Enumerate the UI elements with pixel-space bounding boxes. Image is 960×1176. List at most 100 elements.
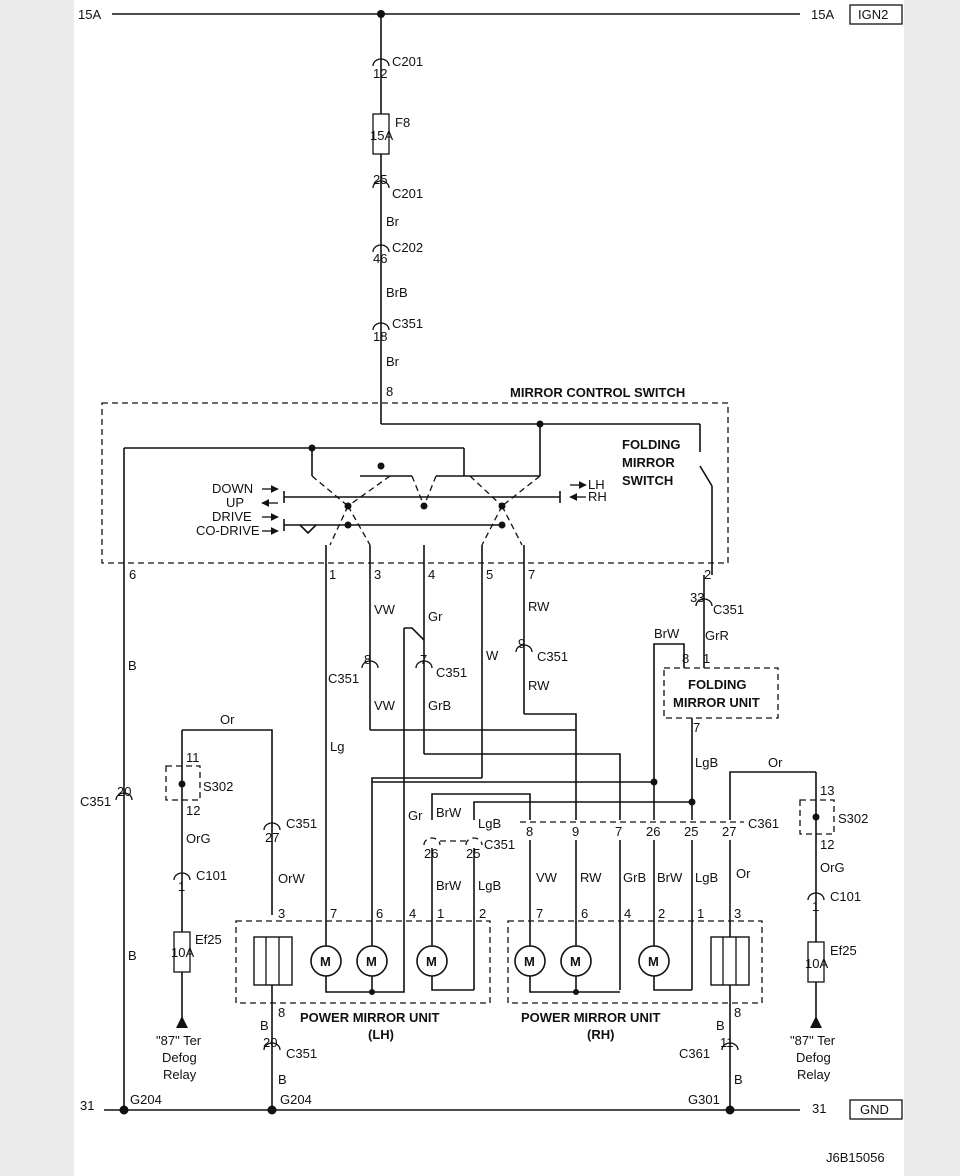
rh-pin-4: 4 — [624, 906, 631, 921]
c351-lh-connector — [423, 837, 483, 846]
c351-20b-connector — [263, 1042, 281, 1051]
rh-wire-vw: VW — [536, 870, 558, 885]
wire-vw-route — [370, 729, 577, 820]
c351-27-pin: 27 — [265, 830, 279, 845]
c351-27-label: C351 — [286, 816, 317, 831]
rh-pin-1: 1 — [697, 906, 704, 921]
gnd-box — [849, 1099, 903, 1120]
c351-27-connector — [263, 822, 281, 831]
relay-right-line1: "87" Ter — [790, 1033, 836, 1048]
s302-right-top: 13 — [820, 783, 834, 798]
rh-wire-brw: BrW — [657, 870, 683, 885]
switch-pin-7: 7 — [528, 567, 535, 582]
c361-11-pin: 11 — [720, 1035, 734, 1050]
gang-10 — [501, 505, 523, 546]
wire-brw-fold-label: BrW — [654, 626, 680, 641]
lh-heater — [253, 936, 293, 986]
label-codrive: CO-DRIVE — [196, 523, 260, 538]
wire-org-right-label: OrG — [820, 860, 845, 875]
folding-switch-line1: FOLDING — [622, 437, 681, 452]
c361-pin-8: 8 — [526, 824, 533, 839]
wire-vw2-label: VW — [374, 698, 396, 713]
fuse-ef25-right — [807, 941, 825, 983]
c361-pin-9: 9 — [572, 824, 579, 839]
switch-node-b — [377, 462, 385, 470]
fold-pin-7: 7 — [693, 720, 700, 735]
s302-right-node — [812, 813, 820, 821]
wire-or-left — [182, 729, 273, 915]
rh-common — [529, 976, 620, 993]
label-lh: LH — [588, 477, 605, 492]
relay-right-line3: Relay — [797, 1067, 831, 1082]
wire-lgb-fold-label: LgB — [695, 755, 718, 770]
link-lgb — [473, 801, 692, 820]
relay-right-arrow — [810, 1016, 822, 1028]
label-drive: DRIVE — [212, 509, 252, 524]
gang-3 — [411, 475, 425, 507]
switch-pin-8: 8 — [386, 384, 393, 399]
c351-8-pin: 8 — [364, 652, 371, 667]
gang-4 — [423, 475, 437, 507]
contact-1 — [344, 502, 352, 510]
node-lgb — [688, 798, 696, 806]
c351-33-label: C351 — [713, 602, 744, 617]
wire-br-label: Br — [386, 214, 400, 229]
c202-label: C202 — [392, 240, 423, 255]
ign2-box — [849, 4, 903, 25]
lh-wire-gr-label: Gr — [408, 808, 423, 823]
fuse-ef25-left — [173, 931, 191, 973]
switch-pin-1: 1 — [329, 567, 336, 582]
rh-wire-grb: GrB — [623, 870, 646, 885]
lh-pin-7: 7 — [330, 906, 337, 921]
c101-right-pin: 1 — [812, 899, 819, 914]
wire-w-route — [371, 777, 482, 915]
ground-g204-mid — [267, 1105, 277, 1115]
wire-orw-label: OrW — [278, 871, 305, 886]
wire-lg-label: Lg — [330, 739, 344, 754]
lh-motor-2-label: M — [366, 954, 377, 969]
s302-right-label: S302 — [838, 811, 868, 826]
c101-left-label: C101 — [196, 868, 227, 883]
contact-3 — [498, 502, 506, 510]
relay-left-line3: Relay — [163, 1067, 197, 1082]
lh-unit-title-1: POWER MIRROR UNIT — [300, 1010, 439, 1025]
lh-pin-2: 2 — [479, 906, 486, 921]
c201-bottom-label: C201 — [392, 186, 423, 201]
label-up: UP — [226, 495, 244, 510]
fuse-ef25-left-rating: 10A — [171, 945, 194, 960]
c351-18-label: C351 — [392, 316, 423, 331]
wire-rw2-label: RW — [528, 678, 550, 693]
wire-rw-route — [524, 713, 577, 730]
folding-switch-line3: SWITCH — [622, 473, 673, 488]
c351-33-connector — [695, 598, 713, 607]
switch-pin-6: 6 — [129, 567, 136, 582]
wire-gr-jog — [404, 627, 425, 641]
fuse-f8 — [372, 113, 390, 155]
c351-33-pin: 33 — [690, 590, 704, 605]
lh-common — [325, 915, 405, 993]
rh-motor-3-bottom — [653, 976, 692, 991]
c101-left-connector — [173, 872, 191, 881]
gnd-label: GND — [860, 1102, 889, 1117]
c351-18-connector — [372, 322, 390, 331]
lh-pin-3: 3 — [278, 906, 285, 921]
s302-left-top: 11 — [186, 750, 200, 765]
c351-8-connector — [361, 660, 379, 669]
lh-unit-title-2: (LH) — [368, 1027, 394, 1042]
wire-b-lh2-label: B — [278, 1072, 287, 1087]
lh-pin-4: 4 — [409, 906, 416, 921]
c351-9-connector — [515, 644, 533, 653]
diagram-sheet — [74, 0, 904, 1176]
fold-pin-1: 1 — [703, 651, 710, 666]
c201-top-label: C201 — [392, 54, 423, 69]
figure-code: J6B15056 — [826, 1150, 885, 1165]
lh-motor-3-bottom — [431, 976, 474, 991]
c201-bottom-connector — [372, 180, 390, 189]
relay-left-line1: "87" Ter — [156, 1033, 202, 1048]
mirror-control-switch-box — [101, 402, 729, 564]
relay-left-arrow — [176, 1016, 188, 1028]
folding-unit-line2: MIRROR UNIT — [673, 695, 760, 710]
wire-vw-label: VW — [374, 602, 396, 617]
fuse-f8-rating: 15A — [370, 128, 393, 143]
